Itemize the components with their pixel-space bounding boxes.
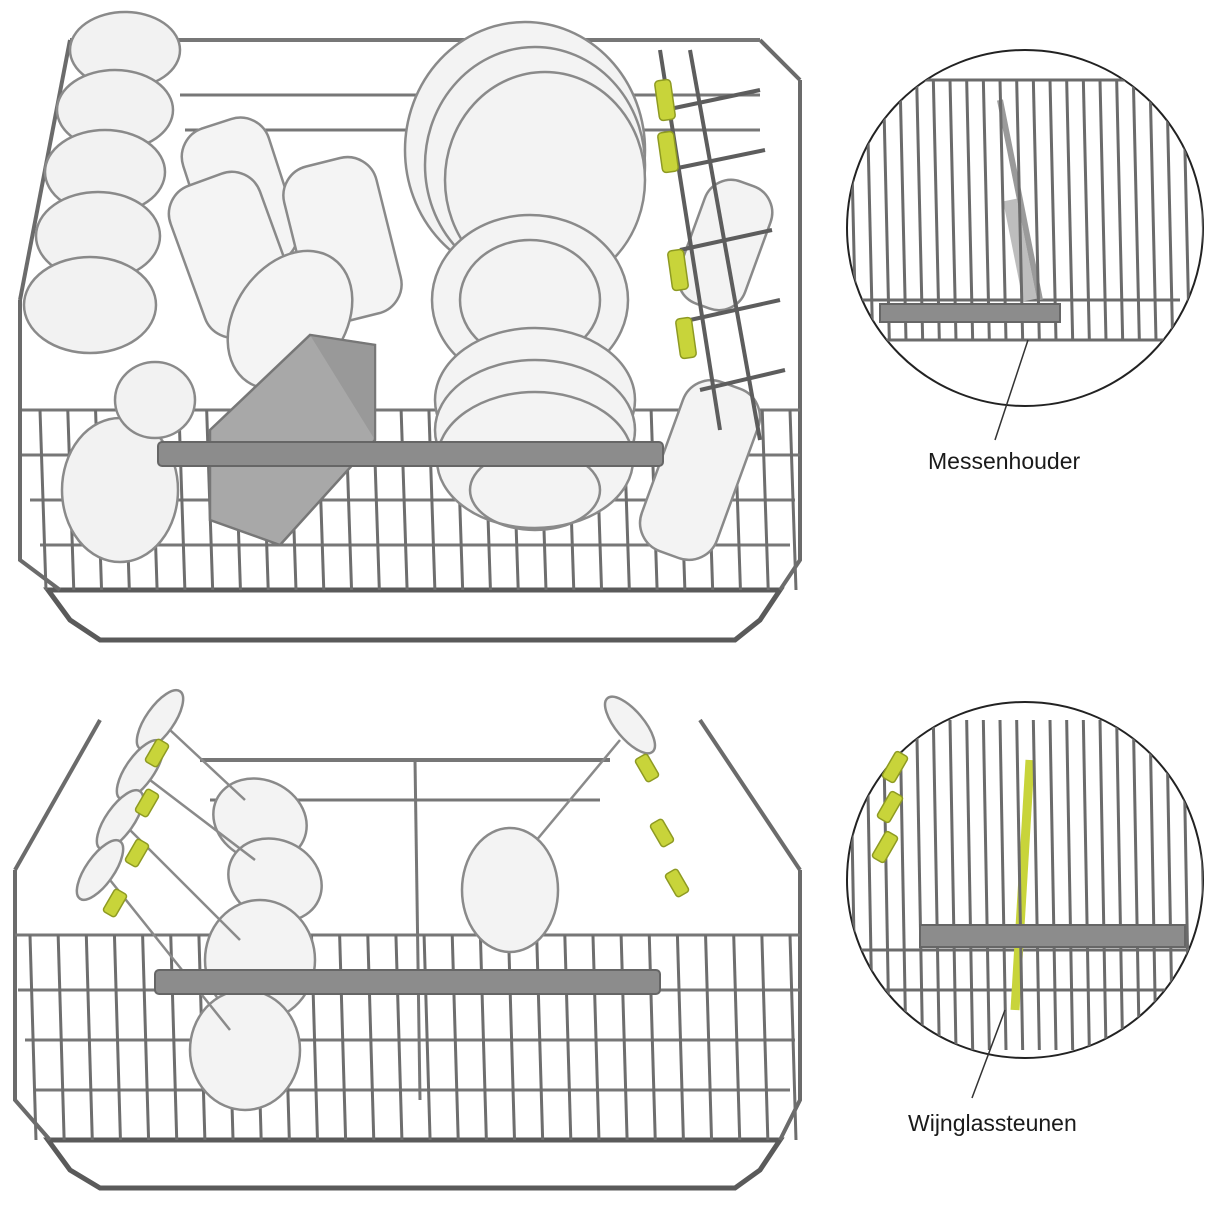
detail-wire — [1131, 79, 1141, 341]
bottom-basket-wire — [788, 934, 798, 1141]
bottom-basket-wire — [366, 934, 376, 1141]
detail-wire — [1015, 719, 1025, 1051]
bottom-basket-wire — [647, 934, 657, 1141]
bottom-basket-wire — [619, 934, 629, 1141]
top-basket-glasses — [167, 116, 403, 391]
bottom-basket-wire — [760, 934, 770, 1141]
detail-wire — [998, 79, 1008, 341]
detail-wire — [931, 719, 941, 1051]
top-basket-wire — [38, 409, 48, 591]
top-basket-cup-shelf — [638, 49, 786, 562]
wine-glass-supports-bar — [919, 924, 1186, 948]
bottom-basket-wire — [141, 934, 151, 1141]
detail-wire — [998, 719, 1008, 1051]
detail-wire — [1031, 79, 1041, 341]
detail-wire — [1098, 79, 1108, 341]
detail-wire — [1065, 719, 1075, 1051]
wine-glass-supports-label: Wijnglassteunen — [908, 1110, 1077, 1136]
bottom-basket-wire — [591, 934, 601, 1141]
knife-holder-label: Messenhouder — [928, 448, 1081, 474]
wine-glass-supports-detail — [846, 701, 1204, 1099]
detail-wire — [1148, 79, 1158, 341]
detail-wire — [981, 719, 991, 1051]
detail-wire — [1081, 719, 1091, 1051]
knife-holder-detail — [846, 49, 1204, 441]
detail-wire — [965, 79, 975, 341]
bottom-basket-wire — [563, 934, 573, 1141]
detail-wire — [881, 79, 891, 341]
top-basket-wire — [788, 409, 798, 591]
bottom-basket-wire — [732, 934, 742, 1141]
bottom-basket-wire — [507, 934, 517, 1141]
top-basket-wire — [760, 409, 770, 591]
detail-wire — [1065, 79, 1075, 341]
bottom-basket-wire — [394, 934, 404, 1141]
bottom-basket-wire — [84, 934, 94, 1141]
detail-wire — [965, 719, 975, 1051]
detail-wire — [898, 719, 908, 1051]
top-basket — [18, 38, 802, 643]
top-basket-handle-bar — [157, 441, 664, 467]
detail-wire — [1131, 719, 1141, 1051]
detail-wire — [915, 79, 925, 341]
bottom-basket-wire — [450, 934, 460, 1141]
bottom-basket-wire — [169, 934, 179, 1141]
detail-wire — [915, 719, 925, 1051]
top-basket-wire — [177, 409, 187, 591]
detail-wire — [1098, 719, 1108, 1051]
detail-wire — [931, 79, 941, 341]
top-basket-wire — [427, 409, 437, 591]
detail-wire — [1148, 719, 1158, 1051]
bottom-basket-wine-glass-supports — [102, 738, 690, 918]
detail-wire — [1048, 79, 1058, 341]
bottom-basket-wire — [28, 934, 38, 1141]
detail-wire — [1048, 719, 1058, 1051]
detail-wire — [898, 79, 908, 341]
detail-wire — [1115, 719, 1125, 1051]
detail-wire — [1081, 79, 1091, 341]
bottom-basket-wire — [56, 934, 66, 1141]
top-basket-box — [208, 333, 377, 547]
bottom-basket-wire — [535, 934, 545, 1141]
bottom-basket-wire — [422, 934, 432, 1141]
detail-wire — [1165, 79, 1175, 341]
bottom-basket-wire — [112, 934, 122, 1141]
bottom-basket-handle-bar — [154, 969, 661, 995]
top-basket-plates — [403, 20, 647, 532]
detail-wire — [1115, 79, 1125, 341]
bottom-basket-wine-glasses-left — [75, 688, 323, 1112]
detail-wire — [948, 719, 958, 1051]
bottom-basket-wire — [675, 934, 685, 1141]
bottom-basket-wire — [338, 934, 348, 1141]
knife-holder-bar — [879, 303, 1061, 323]
top-basket-cups — [22, 10, 197, 564]
bottom-basket-wine-glass-right — [460, 695, 657, 954]
detail-wire — [1015, 79, 1025, 341]
detail-wire — [981, 79, 991, 341]
top-basket-wire — [399, 409, 409, 591]
detail-wire — [948, 79, 958, 341]
detail-wire — [1031, 719, 1041, 1051]
bottom-basket-wire — [704, 934, 714, 1141]
bottom-basket-wire — [478, 934, 488, 1141]
